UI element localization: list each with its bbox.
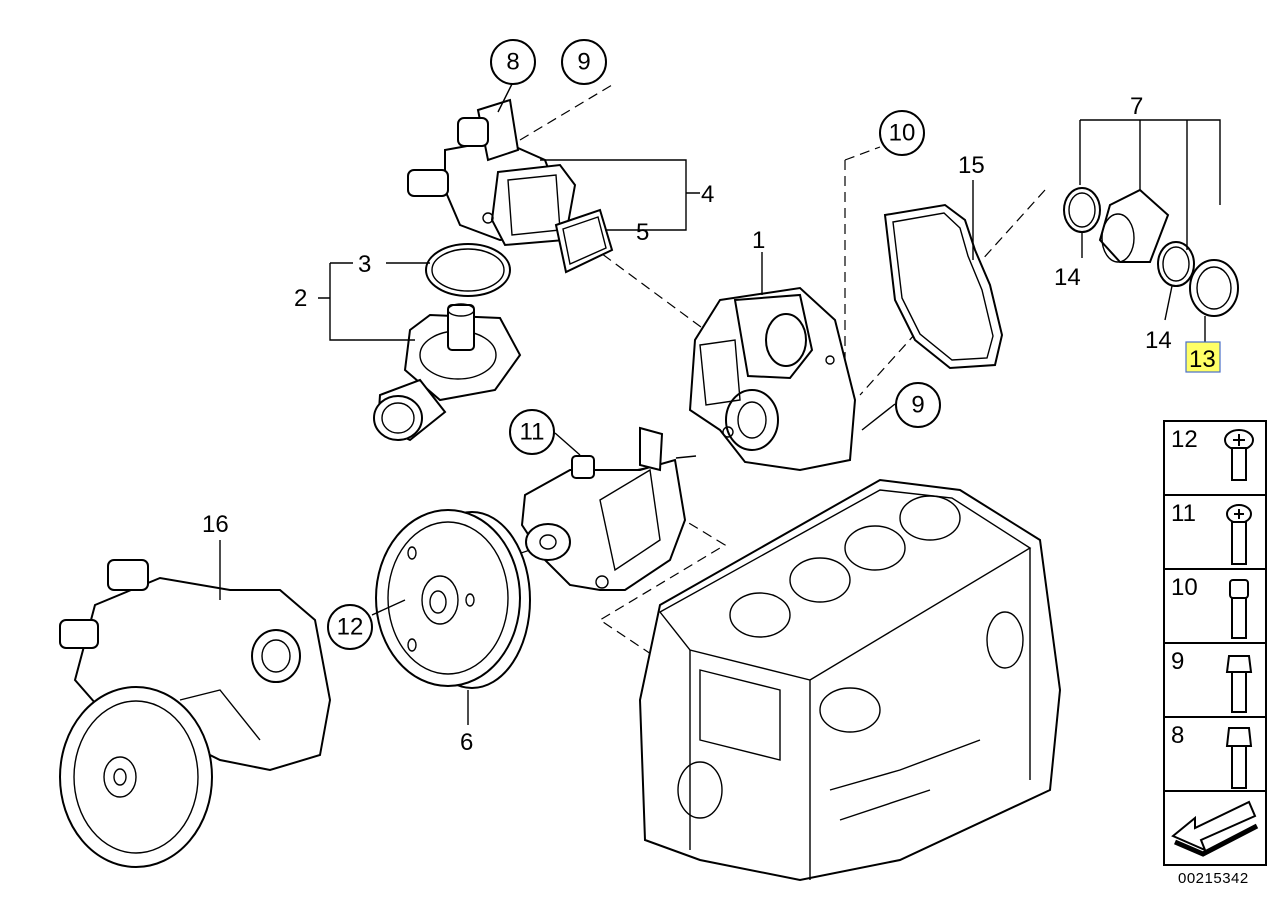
legend-number: 11 (1171, 500, 1196, 527)
o-ring-part-3 (425, 243, 511, 297)
assembly-lines (469, 84, 1046, 661)
legend-row-8: 8 (1165, 718, 1265, 792)
bracket-part-11 (520, 426, 697, 591)
svg-text:10: 10 (889, 119, 916, 146)
label-2: 2 (294, 285, 307, 312)
arrow-down-left-icon (1171, 800, 1259, 857)
gasket-part-15 (883, 203, 1004, 370)
label-4: 4 (701, 181, 714, 208)
callout-8: 8 (490, 39, 536, 85)
svg-text:12: 12 (337, 613, 364, 640)
callout-11: 11 (509, 409, 555, 455)
svg-text:8: 8 (506, 48, 519, 75)
callout-9-top: 9 (561, 39, 607, 85)
label-16: 16 (202, 511, 229, 538)
socket-bolt-icon (1229, 579, 1249, 639)
label-6: 6 (460, 729, 473, 756)
callout-9-mid: 9 (895, 382, 941, 428)
label-13-highlight (1185, 341, 1221, 373)
label-7: 7 (1130, 93, 1143, 120)
legend-number: 9 (1171, 648, 1185, 675)
label-14-right: 14 (1145, 327, 1172, 354)
legend-row-12: 12 (1165, 422, 1265, 496)
pipe-and-rings-7-13-14 (1063, 187, 1239, 317)
thermostat-part-2 (373, 303, 522, 442)
legend-row-11: 11 (1165, 496, 1265, 570)
label-14-left: 14 (1054, 264, 1081, 291)
legend-row-9: 9 (1165, 644, 1265, 718)
leader-lines (219, 81, 1221, 725)
fastener-legend: 12 11 10 9 8 (1163, 420, 1267, 866)
svg-text:11: 11 (520, 418, 545, 445)
label-5: 5 (636, 219, 649, 246)
callout-12: 12 (327, 604, 373, 650)
water-pump-assembly-part-16 (59, 559, 332, 868)
pulley-part-6 (375, 509, 531, 689)
svg-text:9: 9 (911, 391, 924, 418)
label-3: 3 (358, 251, 371, 278)
legend-arrow-cell (1165, 792, 1265, 864)
label-15: 15 (958, 152, 985, 179)
torx-bolt-short-icon (1224, 429, 1254, 481)
engine-block (638, 478, 1062, 882)
label-1: 1 (752, 227, 765, 254)
catalog-number: 00215342 (1178, 870, 1249, 887)
gasket-part-5 (554, 208, 614, 274)
torx-bolt-flange-long-icon (1225, 727, 1253, 789)
label-13: 13 (1189, 346, 1216, 373)
water-pump-part-1 (688, 286, 857, 472)
svg-text:9: 9 (577, 48, 590, 75)
legend-number: 8 (1171, 722, 1185, 749)
torx-bolt-flange-icon (1225, 655, 1253, 713)
thermostat-housing (407, 98, 577, 247)
callout-10: 10 (879, 110, 925, 156)
legend-row-10: 10 (1165, 570, 1265, 644)
legend-number: 10 (1171, 574, 1198, 601)
torx-bolt-long-icon (1226, 504, 1252, 565)
legend-number: 12 (1171, 426, 1198, 453)
